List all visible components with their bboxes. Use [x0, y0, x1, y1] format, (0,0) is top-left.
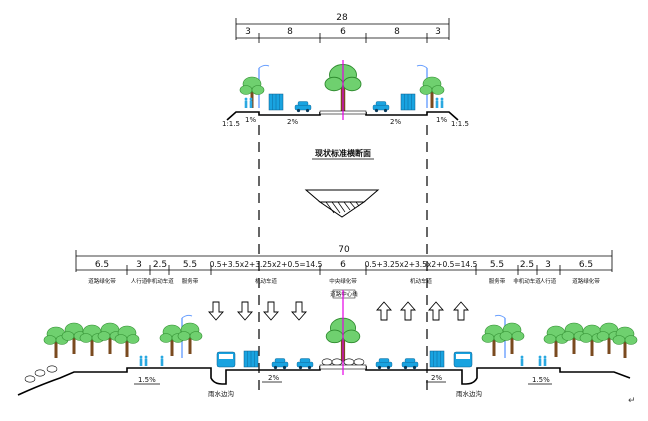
pedestrian-icon	[440, 97, 444, 108]
road-surface-right	[365, 366, 631, 385]
bus-icon	[216, 351, 236, 368]
down-arrow-icons	[208, 301, 307, 321]
bus-icon	[453, 351, 473, 368]
planned-seg-7: 0.5+3.25x2+3.5x2+0.5=14.5	[365, 260, 478, 269]
pedestrian-icon	[144, 355, 148, 366]
existing-caption: 现状标准横断面	[315, 148, 371, 158]
roadside-tree-icon	[419, 76, 445, 109]
existing-section: 28 3 8 6 8 3	[222, 13, 469, 160]
car-icon	[401, 358, 419, 370]
cyclist-icon	[160, 355, 164, 366]
planned-seg-11: 6.5	[579, 260, 593, 270]
road-surface-right	[365, 111, 459, 121]
planned-seg-10: 3	[545, 260, 551, 270]
grade-sidewalk-left: 1.5%	[138, 376, 156, 384]
existing-total-width: 28	[336, 13, 348, 23]
road-surface-left	[226, 111, 321, 121]
pedestrian-icon	[249, 97, 253, 108]
existing-seg-5: 3	[435, 27, 441, 37]
zone-label-3: 非机动车道	[146, 277, 174, 285]
zone-label-1: 道路绿化带	[88, 277, 116, 285]
return-mark: ↵	[628, 396, 636, 406]
planned-seg-8: 5.5	[490, 260, 504, 270]
car-icon	[271, 358, 289, 370]
planned-seg-4: 5.5	[183, 260, 197, 270]
zone-label-11: 道路绿化带	[572, 277, 600, 285]
zone-label-10: 人行道	[540, 277, 557, 285]
up-arrow-icons	[376, 301, 469, 321]
truck-icon	[400, 93, 416, 111]
grade-sidewalk-right: 1.5%	[532, 376, 550, 384]
zone-label-7: 机动车道	[410, 277, 433, 285]
segment-ticks	[258, 33, 428, 43]
existing-seg-4: 8	[394, 27, 400, 37]
planned-segment-ticks	[126, 265, 561, 275]
centerline-sign-text: 道路中心线	[330, 290, 358, 298]
grade-road-right: 2%	[431, 374, 442, 382]
existing-seg-3: 6	[340, 27, 346, 37]
slope-right: 1:1.5	[451, 120, 469, 128]
grade-road-right: 2%	[390, 118, 401, 126]
road-surface-left	[17, 366, 321, 396]
centerline-sign	[332, 289, 356, 299]
car-icon	[375, 358, 393, 370]
pedestrian-icon	[543, 355, 547, 366]
car-icon	[372, 101, 390, 113]
grade-road-left: 2%	[268, 374, 279, 382]
planned-section: 70 6.5 3 2.5 5.5 0.5+3.5x2+3.25x2+0.5=14…	[17, 245, 638, 398]
grade-road-left: 2%	[287, 118, 298, 126]
planned-seg-5: 0.5+3.5x2+3.25x2+0.5=14.5	[210, 260, 323, 269]
planned-seg-6: 6	[340, 260, 346, 270]
zone-label-9: 非机动车道	[513, 277, 541, 285]
pedestrian-icon	[244, 97, 248, 108]
planned-seg-9: 2.5	[520, 260, 534, 270]
truck-icon	[268, 93, 284, 111]
pedestrian-icon	[139, 355, 143, 366]
slope-left: 1:1.5	[222, 120, 240, 128]
pedestrian-icon	[435, 97, 439, 108]
zone-label-5: 机动车道	[255, 277, 278, 285]
car-icon	[294, 101, 312, 113]
planned-seg-1: 6.5	[95, 260, 109, 270]
cyclist-icon	[520, 355, 524, 366]
grade-sidewalk-left: 1%	[245, 116, 256, 124]
zone-label-2: 人行道	[131, 277, 148, 285]
existing-seg-1: 3	[245, 27, 251, 37]
ditch-label-right: 雨水边沟	[456, 389, 482, 398]
planned-total-width: 70	[338, 245, 350, 255]
ditch-label-left: 雨水边沟	[208, 389, 234, 398]
grade-sidewalk-right: 1%	[436, 116, 447, 124]
pedestrian-icon	[538, 355, 542, 366]
zone-label-8: 服务带	[489, 277, 506, 285]
planned-seg-2: 3	[136, 260, 142, 270]
zone-label-4: 服务带	[182, 277, 199, 285]
car-icon	[296, 358, 314, 370]
planned-seg-3: 2.5	[153, 260, 167, 270]
transform-arrow-icon	[304, 189, 380, 218]
truck-icon	[429, 350, 445, 368]
zone-label-6: 中央绿化带	[329, 277, 357, 285]
truck-icon	[243, 350, 259, 368]
existing-seg-2: 8	[287, 27, 293, 37]
left-tree-cluster	[43, 322, 203, 359]
